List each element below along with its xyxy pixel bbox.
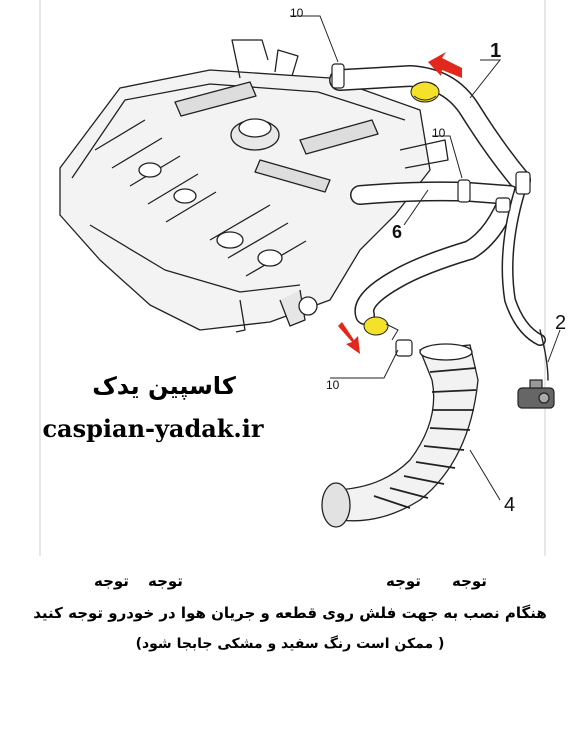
callout-2: 2 (555, 312, 567, 334)
callout-10-top: 10 (290, 6, 304, 20)
watermark-name: کاسپین یدک (92, 372, 236, 400)
attention-label-1: توجه (94, 572, 129, 590)
flow-arrows (338, 52, 462, 354)
callout-1: 1 (490, 40, 502, 62)
callout-10-bottom: 10 (326, 378, 340, 392)
install-instruction: هنگام نصب به جهت فلش روی قطعه و جریان هو… (33, 604, 547, 622)
engine-head-drawing (59, 39, 449, 333)
sensor-2 (517, 379, 555, 409)
intake-hose-4 (321, 343, 479, 528)
hose-diagram (39, 0, 561, 556)
callout-10-mid: 10 (432, 126, 446, 140)
callout-6: 6 (392, 222, 403, 242)
clamp-mid (457, 179, 471, 203)
attention-label-2: توجه (148, 572, 183, 590)
clamp-extra (495, 171, 531, 213)
attention-label-3: توجه (386, 572, 421, 590)
check-valve-lower (363, 316, 399, 341)
diagram-area: 10 1 10 6 2 10 4 کاسپین یدک caspian-yada… (39, 0, 567, 556)
clamp-bottom (395, 339, 413, 357)
hose-1 (329, 65, 531, 191)
check-valve-upper (410, 81, 440, 103)
leader-lines (290, 15, 561, 501)
clamp-top (331, 63, 345, 89)
attention-label-4: توجه (452, 572, 487, 590)
color-remark: ( ممکن است رنگ سفید و مشکی جابجا شود) (135, 636, 445, 652)
hose-6 (350, 181, 520, 325)
watermark-url: caspian-yadak.ir (42, 414, 264, 443)
hose-2 (501, 184, 549, 381)
callout-4: 4 (504, 494, 516, 516)
